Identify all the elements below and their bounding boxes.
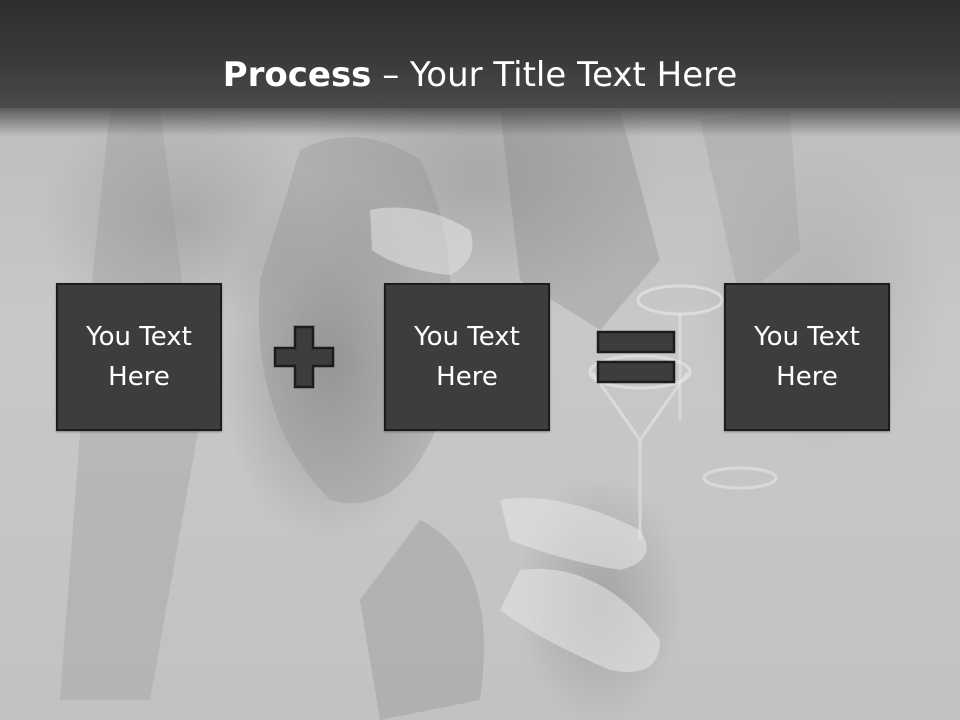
process-box-2-label: You Text Here bbox=[414, 322, 520, 392]
slide-title[interactable]: Process – Your Title Text Here bbox=[0, 52, 960, 98]
process-box-1-label: You Text Here bbox=[86, 322, 192, 392]
process-box-3-label: You Text Here bbox=[754, 322, 860, 392]
plus-icon bbox=[273, 325, 335, 389]
slide-title-bold: Process bbox=[222, 55, 372, 95]
slide-title-rest: – Your Title Text Here bbox=[371, 55, 738, 95]
process-box-1[interactable]: You Text Here bbox=[56, 283, 222, 431]
title-bar bbox=[0, 0, 960, 108]
process-box-3[interactable]: You Text Here bbox=[724, 283, 890, 431]
process-box-2[interactable]: You Text Here bbox=[384, 283, 550, 431]
title-bar-fade bbox=[0, 108, 960, 136]
equals-icon bbox=[596, 330, 676, 384]
